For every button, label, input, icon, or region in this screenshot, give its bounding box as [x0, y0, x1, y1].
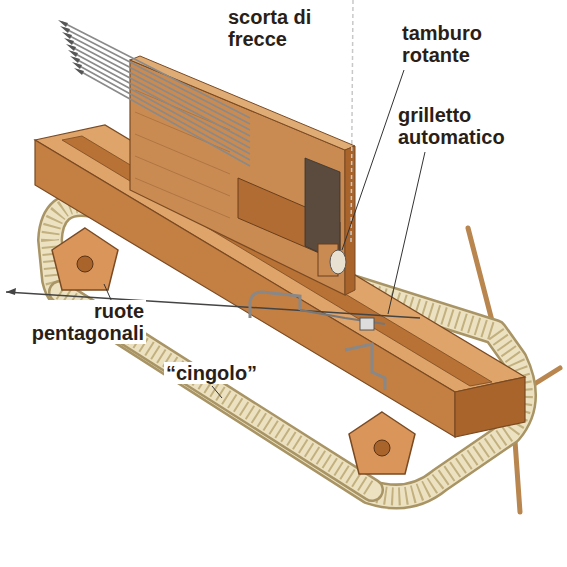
pentagonal-wheel	[349, 412, 415, 474]
stored-arrow	[72, 52, 250, 148]
wheel-hub	[77, 256, 93, 272]
stored-arrow	[70, 46, 250, 142]
arrow-tip	[64, 38, 74, 45]
leader-line	[212, 386, 222, 398]
stored-arrow	[66, 34, 250, 130]
grain-line	[135, 156, 230, 196]
part-label: tamburo rotante	[400, 22, 504, 66]
grain-line	[135, 178, 230, 218]
part-label: grilletto automatico	[396, 104, 532, 148]
arrow-head	[6, 288, 16, 295]
stored-arrow	[78, 70, 250, 166]
part-label: ruote pentagonali	[6, 300, 146, 344]
arrow-tip	[70, 56, 80, 63]
part-label: “cingolo”	[164, 362, 259, 384]
stored-arrow	[74, 58, 250, 154]
arrow-tip	[62, 32, 72, 39]
stored-arrow	[76, 64, 250, 160]
pentagonal-wheel	[52, 228, 118, 290]
leader-line	[388, 152, 425, 314]
stored-arrow	[68, 40, 250, 136]
part-label: scorta di frecce	[226, 6, 342, 50]
rotating-drum	[330, 250, 346, 274]
arrow-tip	[66, 44, 76, 51]
trigger-catch	[360, 318, 374, 330]
arrow-bundle	[58, 20, 250, 166]
trigger-wire	[250, 292, 300, 318]
arrow-board-side	[345, 146, 355, 295]
wheel-hub	[374, 440, 390, 456]
arrow-tip	[60, 26, 70, 33]
arrow-tip	[68, 50, 78, 57]
beam-front	[35, 140, 455, 437]
arrow-tip	[72, 62, 82, 69]
arrow-tip	[58, 20, 68, 27]
cord	[351, 0, 353, 242]
arrow-board-top	[130, 56, 355, 150]
trigger-crank	[345, 344, 385, 390]
arrow-tip	[74, 68, 84, 75]
grain-line	[135, 134, 230, 174]
leader-line	[342, 70, 404, 250]
beam-end	[455, 377, 525, 437]
